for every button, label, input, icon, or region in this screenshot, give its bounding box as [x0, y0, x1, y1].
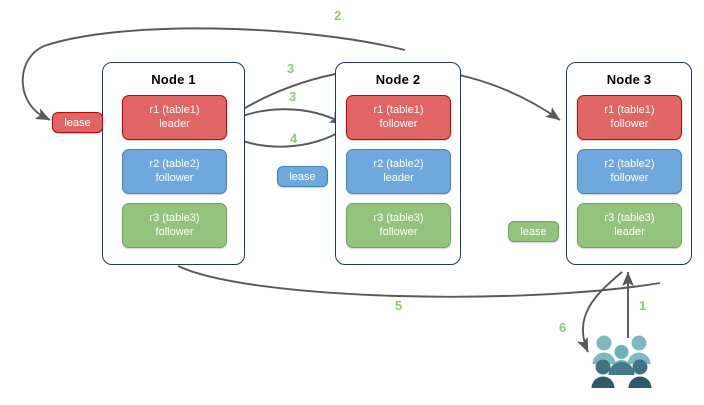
step-label-6: 6 — [559, 320, 567, 335]
replica-r3-node1[interactable]: r3 (table3) follower — [122, 203, 227, 248]
replica-role: follower — [610, 117, 649, 130]
step-label-3a: 3 — [287, 61, 295, 76]
replica-name: r1 (table1) — [373, 104, 424, 116]
replica-role: follower — [379, 117, 418, 130]
lease-badge-table1[interactable]: lease — [52, 112, 103, 133]
replica-role: leader — [159, 117, 190, 130]
lease-badge-table2[interactable]: lease — [277, 166, 328, 187]
replica-name: r3 (table3) — [149, 212, 200, 224]
node-title: Node 2 — [375, 72, 421, 87]
replica-r2-node2[interactable]: r2 (table2) leader — [346, 149, 451, 194]
replica-name: r3 (table3) — [373, 212, 424, 224]
step-label-4: 4 — [290, 131, 298, 146]
replica-name: r1 (table1) — [149, 104, 200, 116]
arrow-step-5 — [177, 265, 661, 298]
replica-name: r1 (table1) — [604, 104, 655, 116]
replica-r2-node3[interactable]: r2 (table2) follower — [577, 149, 682, 194]
step-label-2: 2 — [334, 8, 342, 23]
lease-badge-table3[interactable]: lease — [508, 221, 559, 242]
step-label-1: 1 — [639, 298, 647, 313]
replica-r1-node3[interactable]: r1 (table1) follower — [577, 95, 682, 140]
replica-role: follower — [155, 171, 194, 184]
node-title: Node 3 — [606, 72, 652, 87]
replica-name: r2 (table2) — [373, 158, 424, 170]
replica-role: follower — [155, 225, 194, 238]
replica-r3-node2[interactable]: r3 (table3) follower — [346, 203, 451, 248]
replica-role: follower — [610, 171, 649, 184]
replica-name: r3 (table3) — [604, 212, 655, 224]
replica-r2-node1[interactable]: r2 (table2) follower — [122, 149, 227, 194]
replica-name: r2 (table2) — [604, 158, 655, 170]
replica-r1-node2[interactable]: r1 (table1) follower — [346, 95, 451, 140]
node-box-2: Node 2 r1 (table1) follower r2 (table2) … — [335, 62, 461, 265]
replica-role: follower — [379, 225, 418, 238]
users-icon — [591, 335, 652, 388]
replica-role: leader — [383, 171, 414, 184]
node-box-3: Node 3 r1 (table1) follower r2 (table2) … — [566, 62, 692, 265]
step-label-5: 5 — [395, 298, 403, 313]
node-title: Node 1 — [151, 72, 196, 87]
node-box-1: Node 1 r1 (table1) leader r2 (table2) fo… — [102, 62, 245, 265]
replica-r3-node3[interactable]: r3 (table3) leader — [577, 203, 682, 248]
replica-name: r2 (table2) — [149, 158, 200, 170]
replica-r1-node1[interactable]: r1 (table1) leader — [122, 95, 227, 140]
step-label-3b: 3 — [289, 89, 297, 104]
replica-role: leader — [614, 225, 645, 238]
